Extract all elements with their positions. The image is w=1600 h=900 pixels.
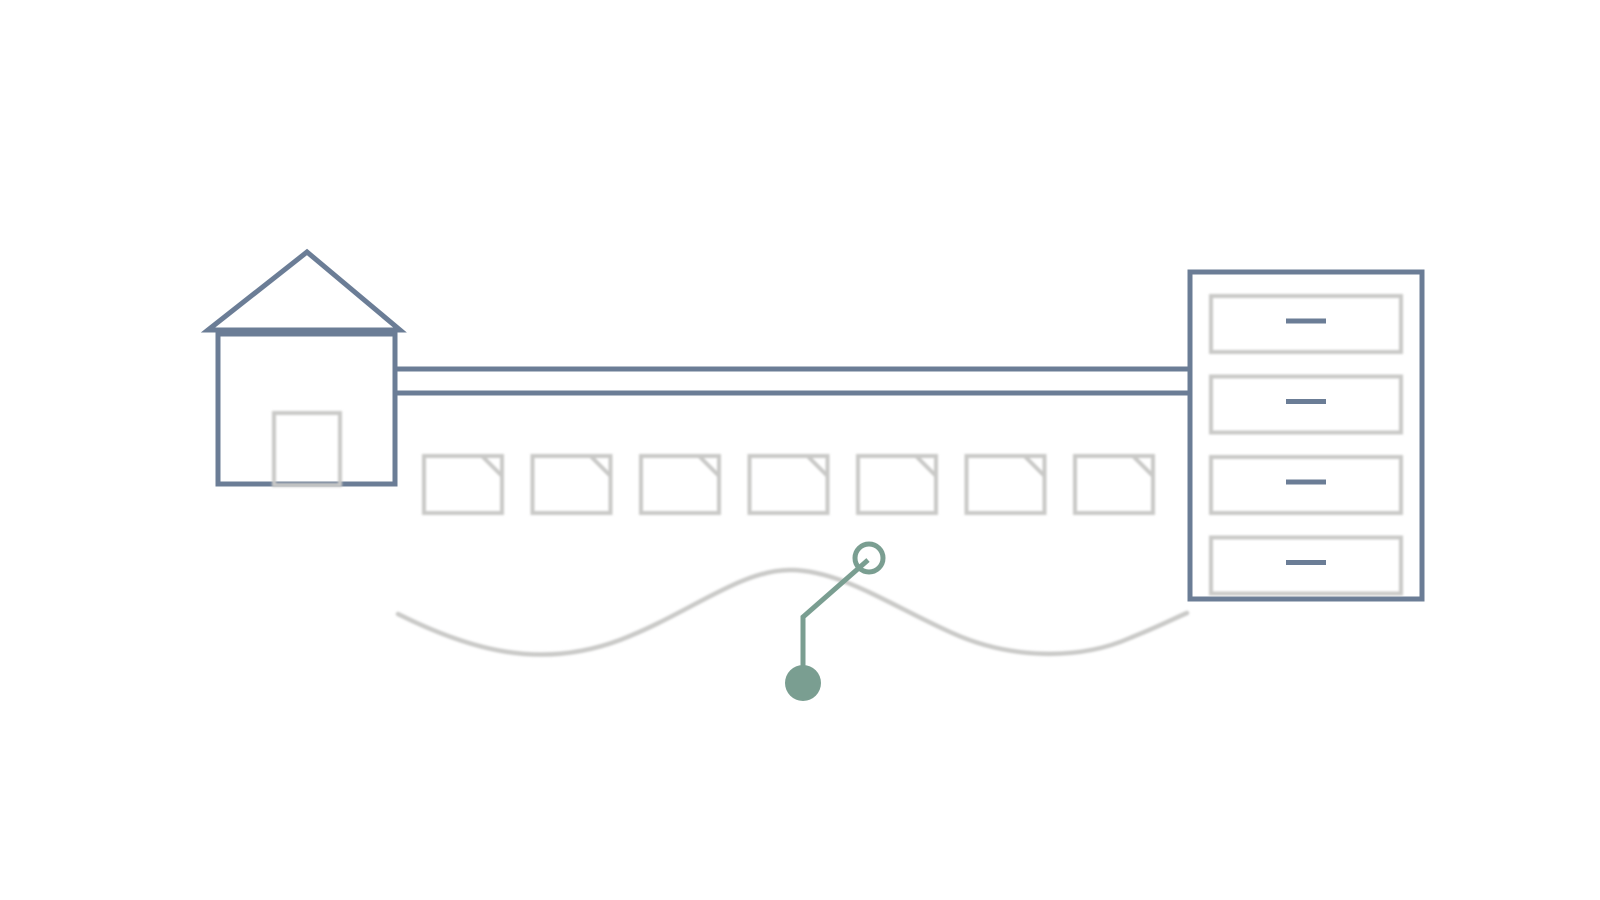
marker-ring [852,541,886,575]
document-outline [1073,454,1155,515]
document-fold [697,454,721,478]
drawer-icon [1209,455,1403,515]
filing-cabinet-icon [1187,269,1425,602]
drawer-outline [1209,374,1403,435]
drawer-icon [1209,535,1403,596]
document-outline [639,454,721,515]
document-fold [1131,454,1155,478]
pin-with-connector-icon [785,541,886,701]
drawer-outline [1209,455,1403,515]
document-fold [589,454,612,478]
document-icon [639,454,721,515]
document-row [422,454,1155,515]
drawer-outline [1209,294,1403,354]
document-icon [856,454,938,515]
cabinet-frame [1187,269,1425,602]
marker-dot [785,665,821,701]
document-fold [914,454,938,478]
marker-stem [800,558,870,683]
document-icon [422,454,504,515]
house-body [215,331,398,487]
wave-line [395,567,1190,657]
document-icon [964,454,1047,515]
document-outline [530,454,613,515]
document-outline [747,454,830,515]
document-icon [530,454,613,515]
drawer-icon [1209,374,1403,435]
document-fold [1023,454,1046,478]
document-icon [1073,454,1155,515]
document-fold [806,454,829,478]
house-roof [200,248,407,333]
document-outline [856,454,938,515]
document-outline [422,454,504,515]
drawer-icon [1209,294,1403,354]
drawer-outline [1209,535,1403,596]
drawer-stack [1209,294,1403,596]
document-fold [480,454,504,478]
document-outline [964,454,1047,515]
connector-pipe [395,366,1190,396]
door-icon [272,411,342,487]
document-icon [747,454,830,515]
house-icon [200,248,407,487]
